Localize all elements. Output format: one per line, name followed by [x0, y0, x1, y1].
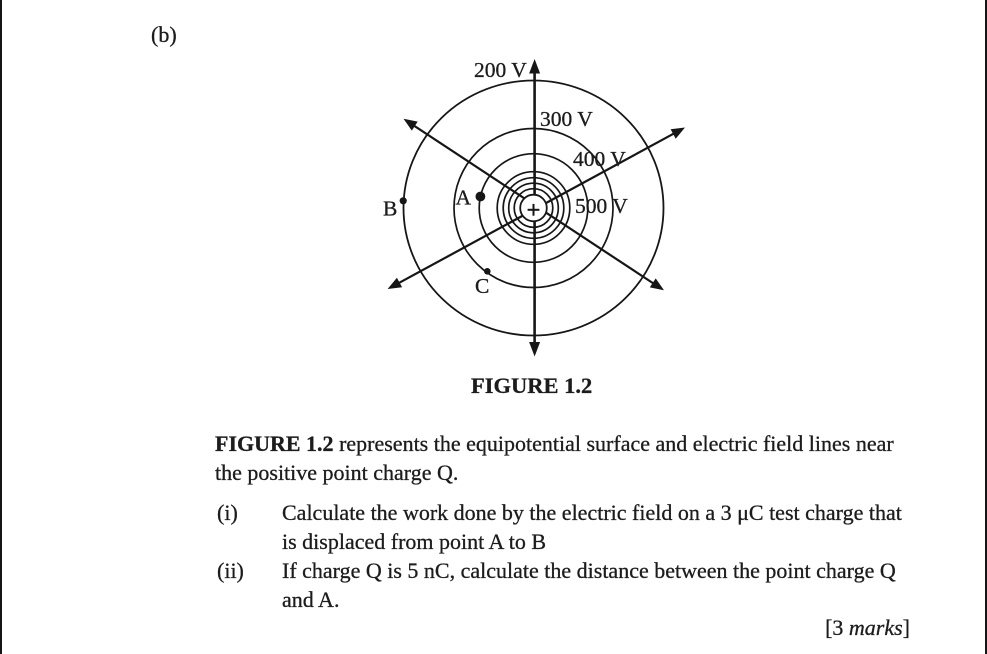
svg-text:400 V: 400 V	[573, 147, 626, 171]
svg-text:500 V: 500 V	[575, 194, 628, 218]
svg-text:200 V: 200 V	[474, 58, 527, 82]
svg-text:A: A	[456, 186, 472, 210]
svg-text:B: B	[383, 197, 397, 221]
svg-text:C: C	[475, 274, 489, 298]
svg-text:300 V: 300 V	[540, 107, 593, 131]
